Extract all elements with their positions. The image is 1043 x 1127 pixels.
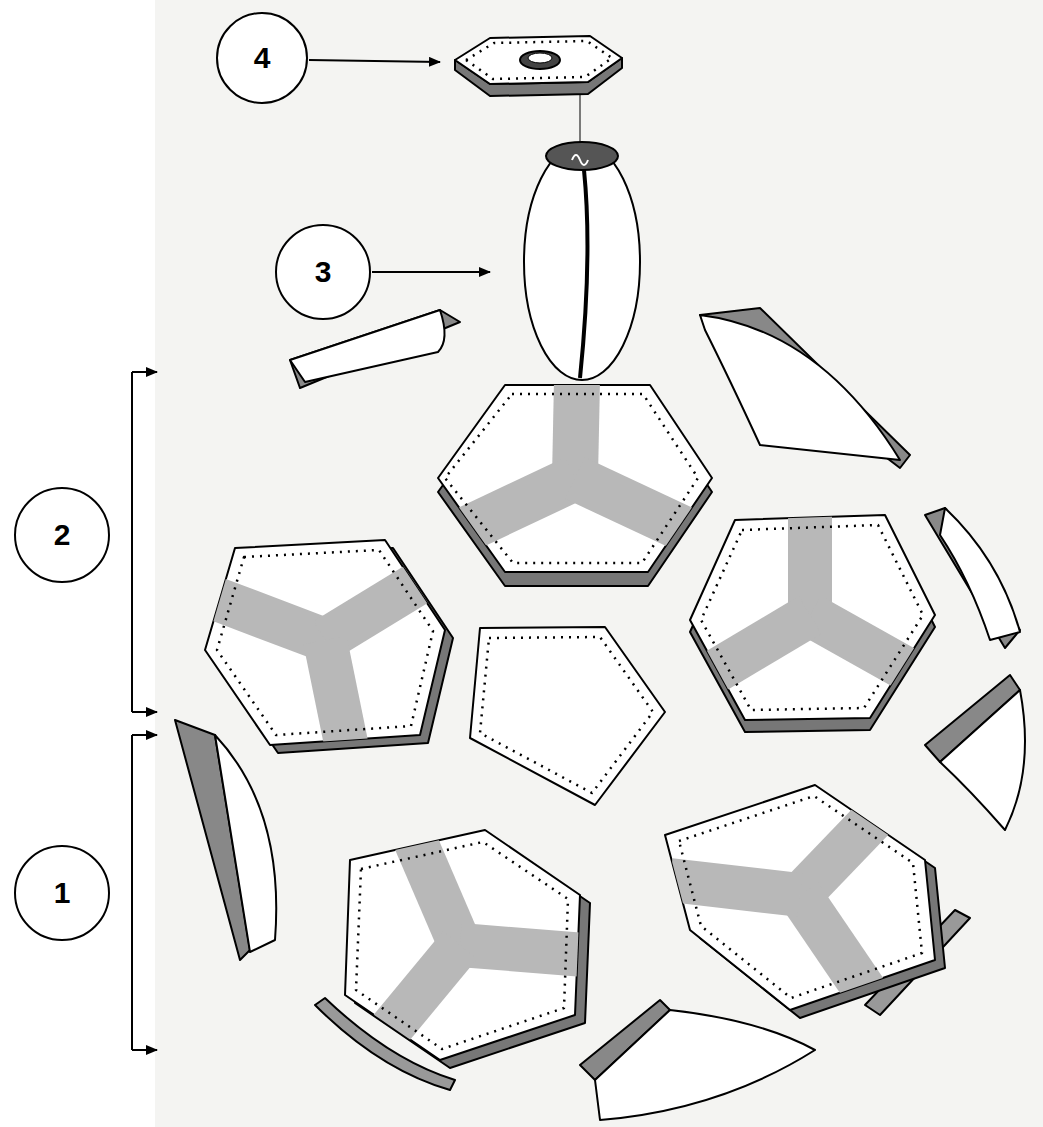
callout-circle: 3 [275,224,371,320]
callout-number: 4 [254,43,271,73]
paper-ground [155,0,1043,1127]
callout-number: 3 [315,257,332,287]
callout-number: 2 [54,520,71,550]
callout-circle: 1 [14,845,110,941]
callout-number: 1 [54,878,71,908]
callout-circle: 4 [216,12,308,104]
illustration [175,36,1025,1120]
leader-lines [132,60,490,1050]
callout-circle: 2 [14,487,110,583]
